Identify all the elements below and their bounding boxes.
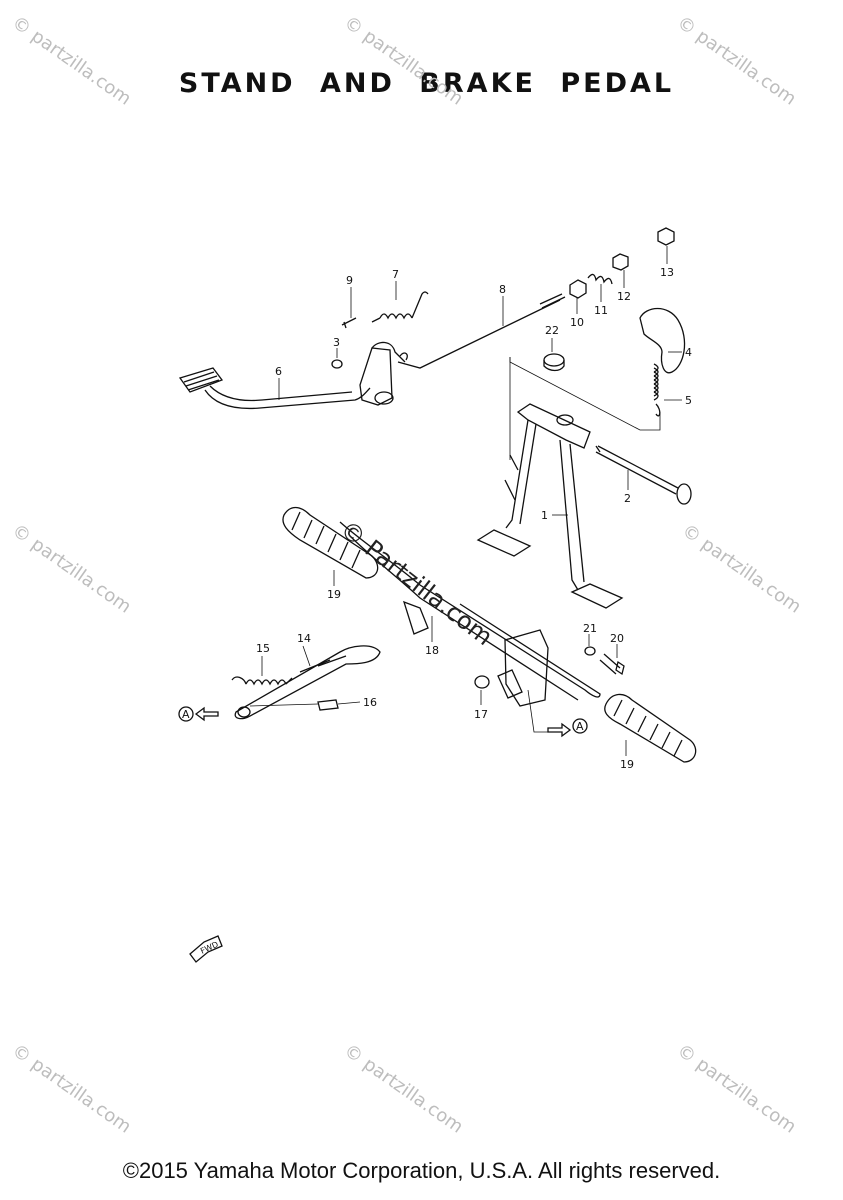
copyright-notice: ©2015 Yamaha Motor Corporation, U.S.A. A… — [122, 1158, 721, 1183]
brake-rod — [397, 293, 566, 369]
ref-arrow-icon — [547, 722, 572, 738]
cotter-pin — [341, 317, 357, 329]
lock-washer — [584, 646, 596, 656]
callout-20: 20 — [610, 632, 624, 645]
callout-19: 19 — [620, 758, 634, 771]
return-spring — [371, 291, 429, 323]
stand-shaft — [595, 445, 692, 505]
footrest-rubber — [604, 693, 697, 763]
pivot-pin — [317, 699, 339, 711]
page-title: STAND AND BRAKE PEDAL — [178, 68, 675, 99]
callout-16: 16 — [363, 696, 377, 709]
ref-circle — [572, 718, 588, 734]
ref-mark-a: A — [182, 708, 190, 721]
callout-7: 7 — [392, 268, 399, 281]
brake-pedal — [178, 341, 406, 410]
callout-10: 10 — [570, 316, 584, 329]
joint-nut — [612, 253, 629, 271]
callout-8: 8 — [499, 283, 506, 296]
callout-labels: 9 7 3 6 8 10 11 12 13 22 4 5 2 1 19 18 2… — [256, 266, 692, 771]
callout-2: 2 — [624, 492, 631, 505]
lever-spring — [231, 676, 293, 686]
cap-nut — [657, 227, 675, 246]
collar — [474, 675, 490, 689]
callout-15: 15 — [256, 642, 270, 655]
callout-13: 13 — [660, 266, 674, 279]
stand-spring — [653, 363, 661, 417]
callout-9: 9 — [346, 274, 353, 287]
rubber-cap — [543, 353, 565, 367]
assembly-line — [509, 357, 661, 431]
lever-arm — [234, 645, 381, 720]
callout-19: 19 — [327, 588, 341, 601]
main-stand — [476, 403, 624, 609]
callout-17: 17 — [474, 708, 488, 721]
washer — [331, 359, 343, 369]
footrest-rubber — [282, 506, 379, 579]
rod-spring — [587, 273, 613, 285]
callout-1: 1 — [541, 509, 548, 522]
ref-arrow-icon — [194, 706, 219, 722]
ref-circle — [178, 706, 194, 722]
callout-12: 12 — [617, 290, 631, 303]
callout-21: 21 — [583, 622, 597, 635]
footrest-bar — [339, 521, 601, 707]
callout-5: 5 — [685, 394, 692, 407]
callout-14: 14 — [297, 632, 311, 645]
callout-18: 18 — [425, 644, 439, 657]
adjust-nut — [569, 279, 587, 299]
callout-6: 6 — [275, 365, 282, 378]
ref-mark-a: A — [576, 720, 584, 733]
svg-text:FWD: FWD — [199, 940, 220, 956]
callout-11: 11 — [594, 304, 608, 317]
ref-leader — [527, 689, 548, 733]
spring-hook — [639, 307, 686, 374]
callout-leaders — [261, 246, 682, 756]
callout-3: 3 — [333, 336, 340, 349]
mount-bolt — [599, 653, 625, 676]
callout-4: 4 — [685, 346, 692, 359]
callout-22: 22 — [545, 324, 559, 337]
fwd-arrow-icon: FWD — [189, 935, 223, 963]
